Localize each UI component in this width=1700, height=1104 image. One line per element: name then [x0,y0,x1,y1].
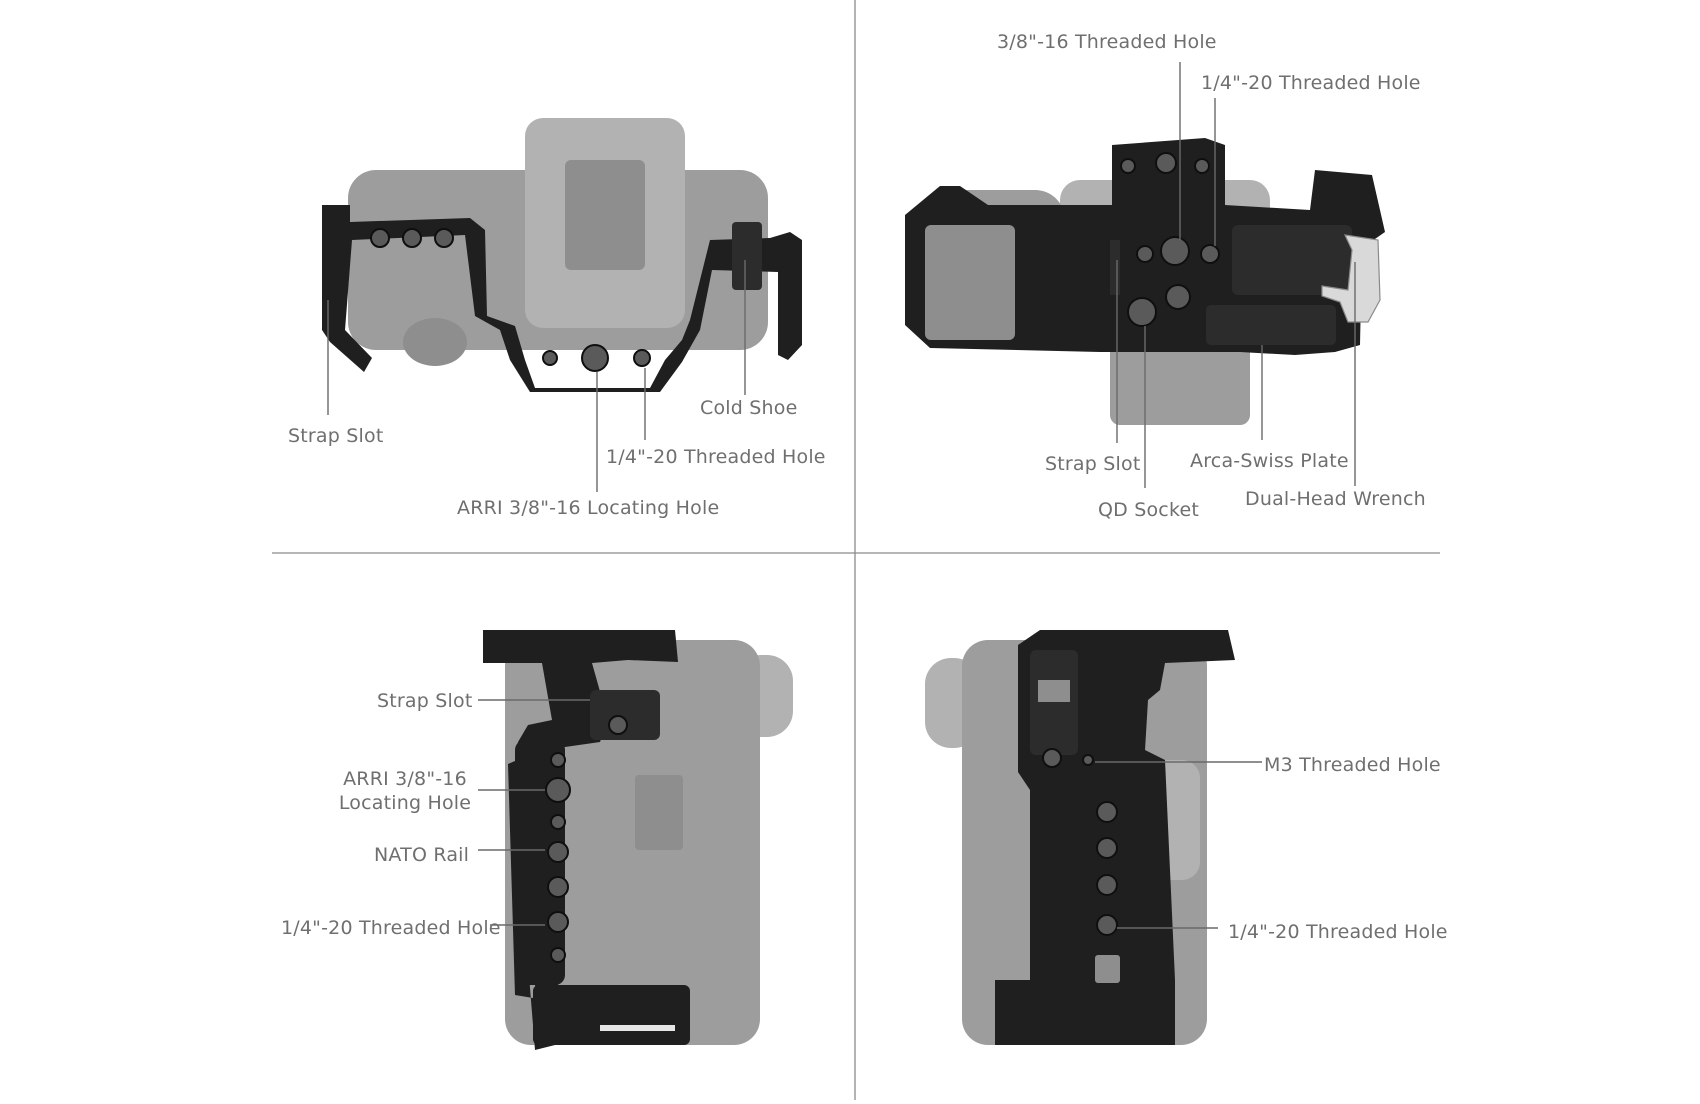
cage-left-base [533,985,690,1045]
hole-three-eighths-bottom [1160,236,1190,266]
label-m3-threaded-hole: M3 Threaded Hole [1264,754,1441,776]
label-nato-rail: NATO Rail [374,844,470,866]
right-slot-lower [1095,955,1120,983]
cage-left-upper [483,630,678,1050]
label-quarter-threaded-hole-top: 1/4"-20 Threaded Hole [606,446,826,468]
left-screw [608,715,628,735]
plate-hole-c [1194,158,1210,174]
cold-shoe [732,222,762,290]
label-strap-slot-top: Strap Slot [288,425,384,447]
arca-swiss-rail [1206,305,1336,345]
plate-hole-a [1155,152,1177,174]
dual-head-wrench [1321,234,1381,323]
label-arri-left-line1: ARRI 3/8"-16 [343,768,467,790]
label-three-eighths-threaded-hole: 3/8"-16 Threaded Hole [997,31,1217,53]
cage-bottom-cutout [925,225,1015,340]
left-hole-e [547,911,569,933]
label-qd-socket: QD Socket [1098,499,1200,521]
left-hole-f [550,947,566,963]
strap-hole-1 [370,228,390,248]
top-hole-arri [581,344,609,372]
arca-swiss-plate [1232,225,1352,295]
left-hole-a [550,752,566,768]
strap-hole-2 [402,228,422,248]
bottom-hole-small [1136,245,1154,263]
hole-quarter-bottom [1200,244,1220,264]
left-hole-d [547,876,569,898]
right-screw [1042,748,1062,768]
left-hole-b [550,814,566,830]
strap-slot-left [590,690,660,740]
left-hole-arri [545,777,571,803]
label-cold-shoe: Cold Shoe [700,397,798,419]
camera-dial [403,318,467,366]
left-side-view-illustration [478,630,793,1050]
strap-hole-3 [434,228,454,248]
camera-port-cover-left [635,775,683,850]
right-hole-d [1096,914,1118,936]
label-quarter-threaded-hole-left: 1/4"-20 Threaded Hole [281,917,501,939]
strap-slot-bottom [1110,240,1120,295]
camera-eyepiece-bottom [1110,340,1250,425]
label-strap-slot-left: Strap Slot [377,690,473,712]
bottom-view-illustration [905,62,1385,488]
right-side-view-illustration [925,630,1262,1045]
right-hole-b [1096,837,1118,859]
label-quarter-threaded-hole-bottom: 1/4"-20 Threaded Hole [1201,72,1421,94]
left-hole-c [547,841,569,863]
top-hole-1 [542,350,558,366]
top-hole-quarter [633,349,651,367]
label-strap-slot-bottom: Strap Slot [1045,453,1141,475]
strap-slot-right [1030,650,1078,755]
hole-m3 [1082,754,1094,766]
label-dual-head-wrench: Dual-Head Wrench [1245,488,1426,510]
camera-hotshoe-top [565,160,645,270]
label-arri-left-line2: Locating Hole [338,792,472,814]
right-hole-c [1096,874,1118,896]
top-view-illustration [322,118,802,492]
plate-hole-b [1120,158,1136,174]
label-arri-locating-hole-top: ARRI 3/8"-16 Locating Hole [457,497,720,519]
cage-left-base-slot [600,1025,675,1031]
strap-slot-right-opening [1038,680,1070,702]
label-quarter-threaded-hole-right: 1/4"-20 Threaded Hole [1228,921,1448,943]
label-arca-swiss-plate: Arca-Swiss Plate [1190,450,1349,472]
qd-socket [1127,297,1157,327]
cage-top [322,205,802,392]
right-hole-a [1096,801,1118,823]
bottom-screw [1165,284,1191,310]
